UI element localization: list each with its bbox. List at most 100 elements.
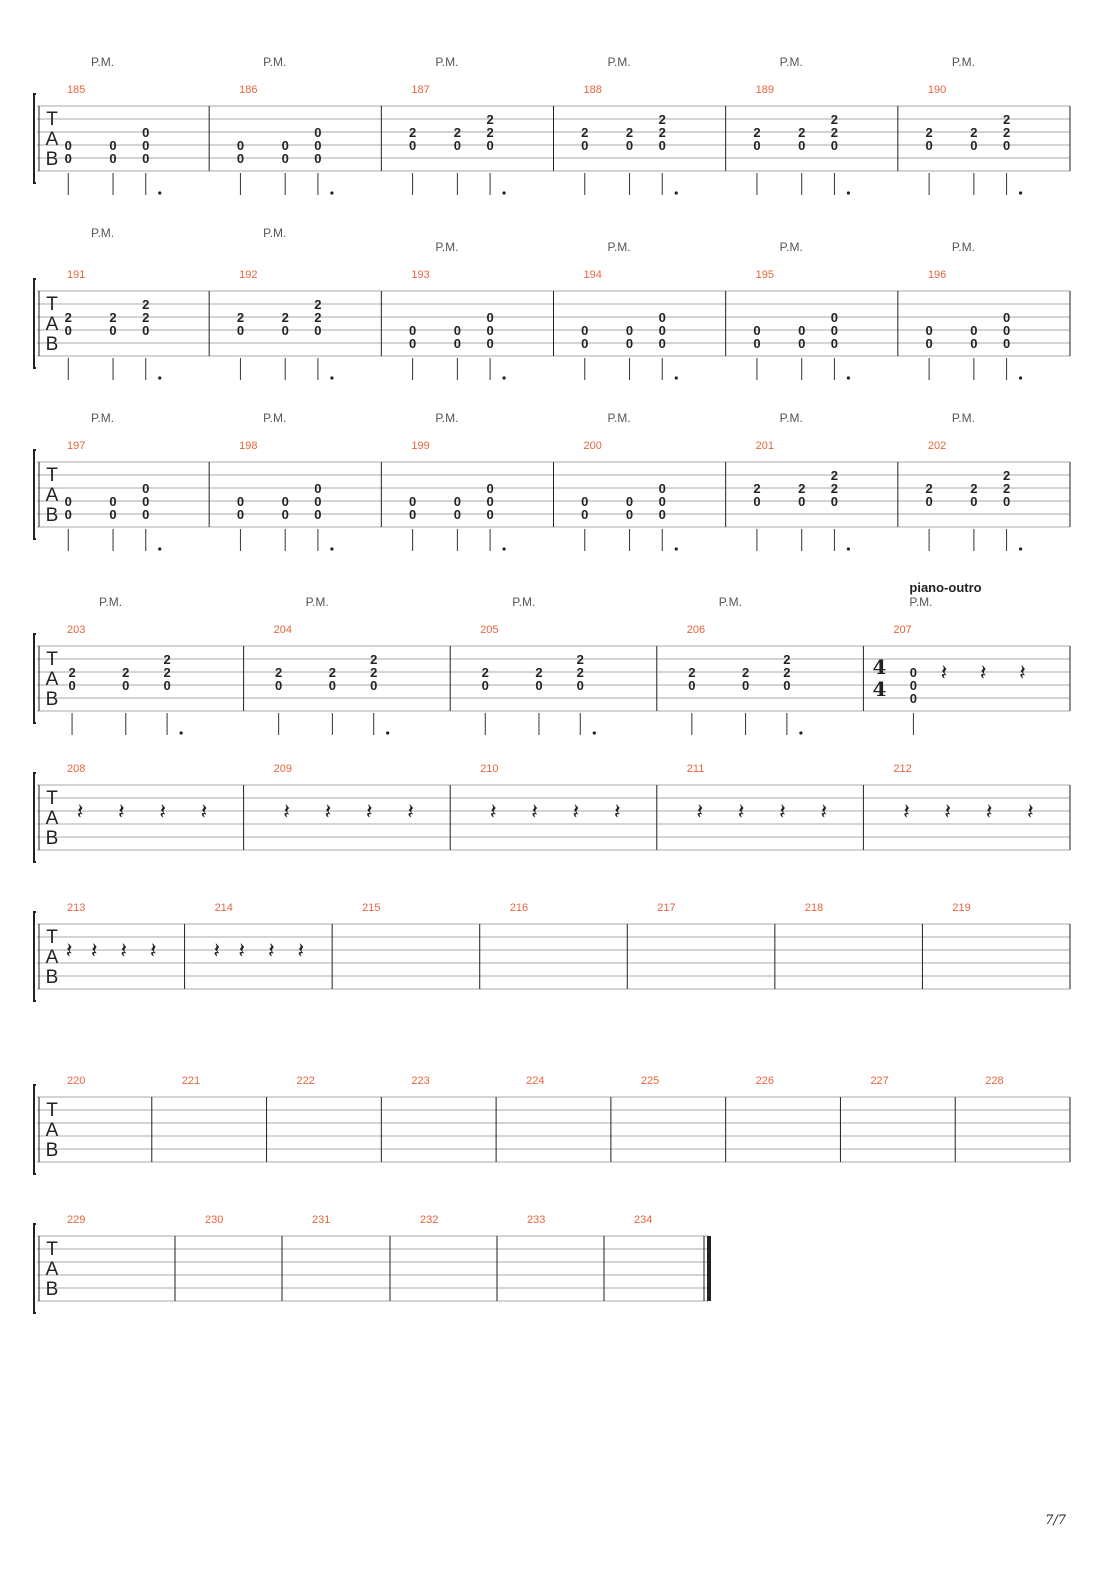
fret-number: 2 xyxy=(535,665,542,680)
measure: 213𝄽𝄽𝄽𝄽 xyxy=(66,902,186,989)
fret-number: 0 xyxy=(577,678,584,693)
fret-number: 0 xyxy=(753,323,760,338)
fret-number: 0 xyxy=(486,336,493,351)
fret-number: 0 xyxy=(970,336,977,351)
system-bracket xyxy=(33,449,36,540)
dot xyxy=(158,547,162,551)
fret-number: 2 xyxy=(753,125,760,140)
measure-number: 216 xyxy=(510,902,528,914)
tab-system: TAB185P.M.0000000186P.M.0000000187P.M.20… xyxy=(33,55,1071,195)
fret-number: 2 xyxy=(798,125,805,140)
fret-number: 0 xyxy=(142,494,149,509)
fret-number: 0 xyxy=(314,125,321,140)
fret-number: 2 xyxy=(831,468,838,483)
quarter-rest: 𝄽 xyxy=(941,661,948,686)
fret-number: 0 xyxy=(626,138,633,153)
fret-number: 2 xyxy=(831,125,838,140)
palm-mute-label: P.M. xyxy=(91,226,114,240)
measure-number: 219 xyxy=(952,902,970,914)
measure-number: 229 xyxy=(67,1214,85,1226)
dot xyxy=(158,376,162,380)
quarter-rest: 𝄽 xyxy=(980,661,987,686)
measure: 219 xyxy=(952,902,1071,989)
measure-number: 190 xyxy=(928,84,946,96)
fret-number: 2 xyxy=(659,125,666,140)
fret-number: 2 xyxy=(68,665,75,680)
tab-clef-letter: T xyxy=(46,788,58,809)
tab-clef-letter: A xyxy=(46,1259,59,1280)
fret-number: 0 xyxy=(454,494,461,509)
tab-clef-letter: A xyxy=(46,808,59,829)
palm-mute-label: P.M. xyxy=(608,55,631,69)
fret-number: 0 xyxy=(798,323,805,338)
measure-number: 209 xyxy=(274,763,292,775)
measure: 208𝄽𝄽𝄽𝄽 xyxy=(67,763,245,850)
fret-number: 2 xyxy=(831,481,838,496)
fret-number: 0 xyxy=(282,138,289,153)
fret-number: 0 xyxy=(581,138,588,153)
dot xyxy=(502,376,506,380)
palm-mute-label: P.M. xyxy=(952,55,975,69)
fret-number: 0 xyxy=(282,323,289,338)
measure-number: 218 xyxy=(805,902,823,914)
fret-number: 0 xyxy=(626,336,633,351)
fret-number: 2 xyxy=(65,310,72,325)
fret-number: 0 xyxy=(65,138,72,153)
quarter-rest: 𝄽 xyxy=(696,800,703,825)
dot xyxy=(846,547,851,551)
tab-clef-letter: A xyxy=(46,485,59,506)
fret-number: 0 xyxy=(581,494,588,509)
fret-number: 0 xyxy=(142,507,149,522)
measure-number: 220 xyxy=(67,1075,85,1087)
measure-number: 221 xyxy=(182,1075,200,1087)
fret-number: 0 xyxy=(109,494,116,509)
tab-system: TAB197P.M.0000000198P.M.0000000199P.M.00… xyxy=(33,411,1071,551)
fret-number: 2 xyxy=(970,125,977,140)
palm-mute-label: P.M. xyxy=(263,411,286,425)
measure-number: 211 xyxy=(687,763,705,775)
dot xyxy=(1018,376,1023,380)
system-bracket xyxy=(33,1223,36,1314)
palm-mute-label: P.M. xyxy=(263,226,286,240)
fret-number: 0 xyxy=(409,494,416,509)
dot xyxy=(330,547,334,551)
measure-number: 193 xyxy=(411,269,429,281)
dot xyxy=(330,191,334,195)
fret-number: 0 xyxy=(659,336,666,351)
measure: 209𝄽𝄽𝄽𝄽 xyxy=(274,763,451,850)
quarter-rest: 𝄽 xyxy=(614,800,621,825)
measure-number: 210 xyxy=(480,763,498,775)
measure: 210𝄽𝄽𝄽𝄽 xyxy=(480,763,658,850)
fret-number: 0 xyxy=(314,481,321,496)
fret-number: 0 xyxy=(742,678,749,693)
fret-number: 0 xyxy=(68,678,75,693)
tab-system: TAB203P.M.2020220204P.M.2020220205P.M.20… xyxy=(33,580,1071,735)
tab-clef-letter: T xyxy=(46,1239,58,1260)
fret-number: 0 xyxy=(109,323,116,338)
quarter-rest: 𝄽 xyxy=(66,939,73,964)
measure-number: 203 xyxy=(67,624,85,636)
fret-number: 2 xyxy=(1003,112,1010,127)
measure: 233 xyxy=(527,1214,605,1301)
measure-number: 224 xyxy=(526,1075,544,1087)
quarter-rest: 𝄽 xyxy=(366,800,373,825)
dot xyxy=(1018,191,1023,195)
fret-number: 0 xyxy=(659,323,666,338)
fret-number: 0 xyxy=(282,151,289,166)
fret-number: 2 xyxy=(109,310,116,325)
measure-number: 231 xyxy=(312,1214,330,1226)
fret-number: 0 xyxy=(910,665,917,680)
system-bracket xyxy=(33,278,36,369)
fret-number: 2 xyxy=(122,665,129,680)
fret-number: 2 xyxy=(925,481,932,496)
quarter-rest: 𝄽 xyxy=(91,939,98,964)
measure: 223 xyxy=(411,1075,497,1162)
fret-number: 2 xyxy=(742,665,749,680)
measure-number: 207 xyxy=(893,624,911,636)
system-bracket xyxy=(33,93,36,184)
fret-number: 2 xyxy=(1003,468,1010,483)
